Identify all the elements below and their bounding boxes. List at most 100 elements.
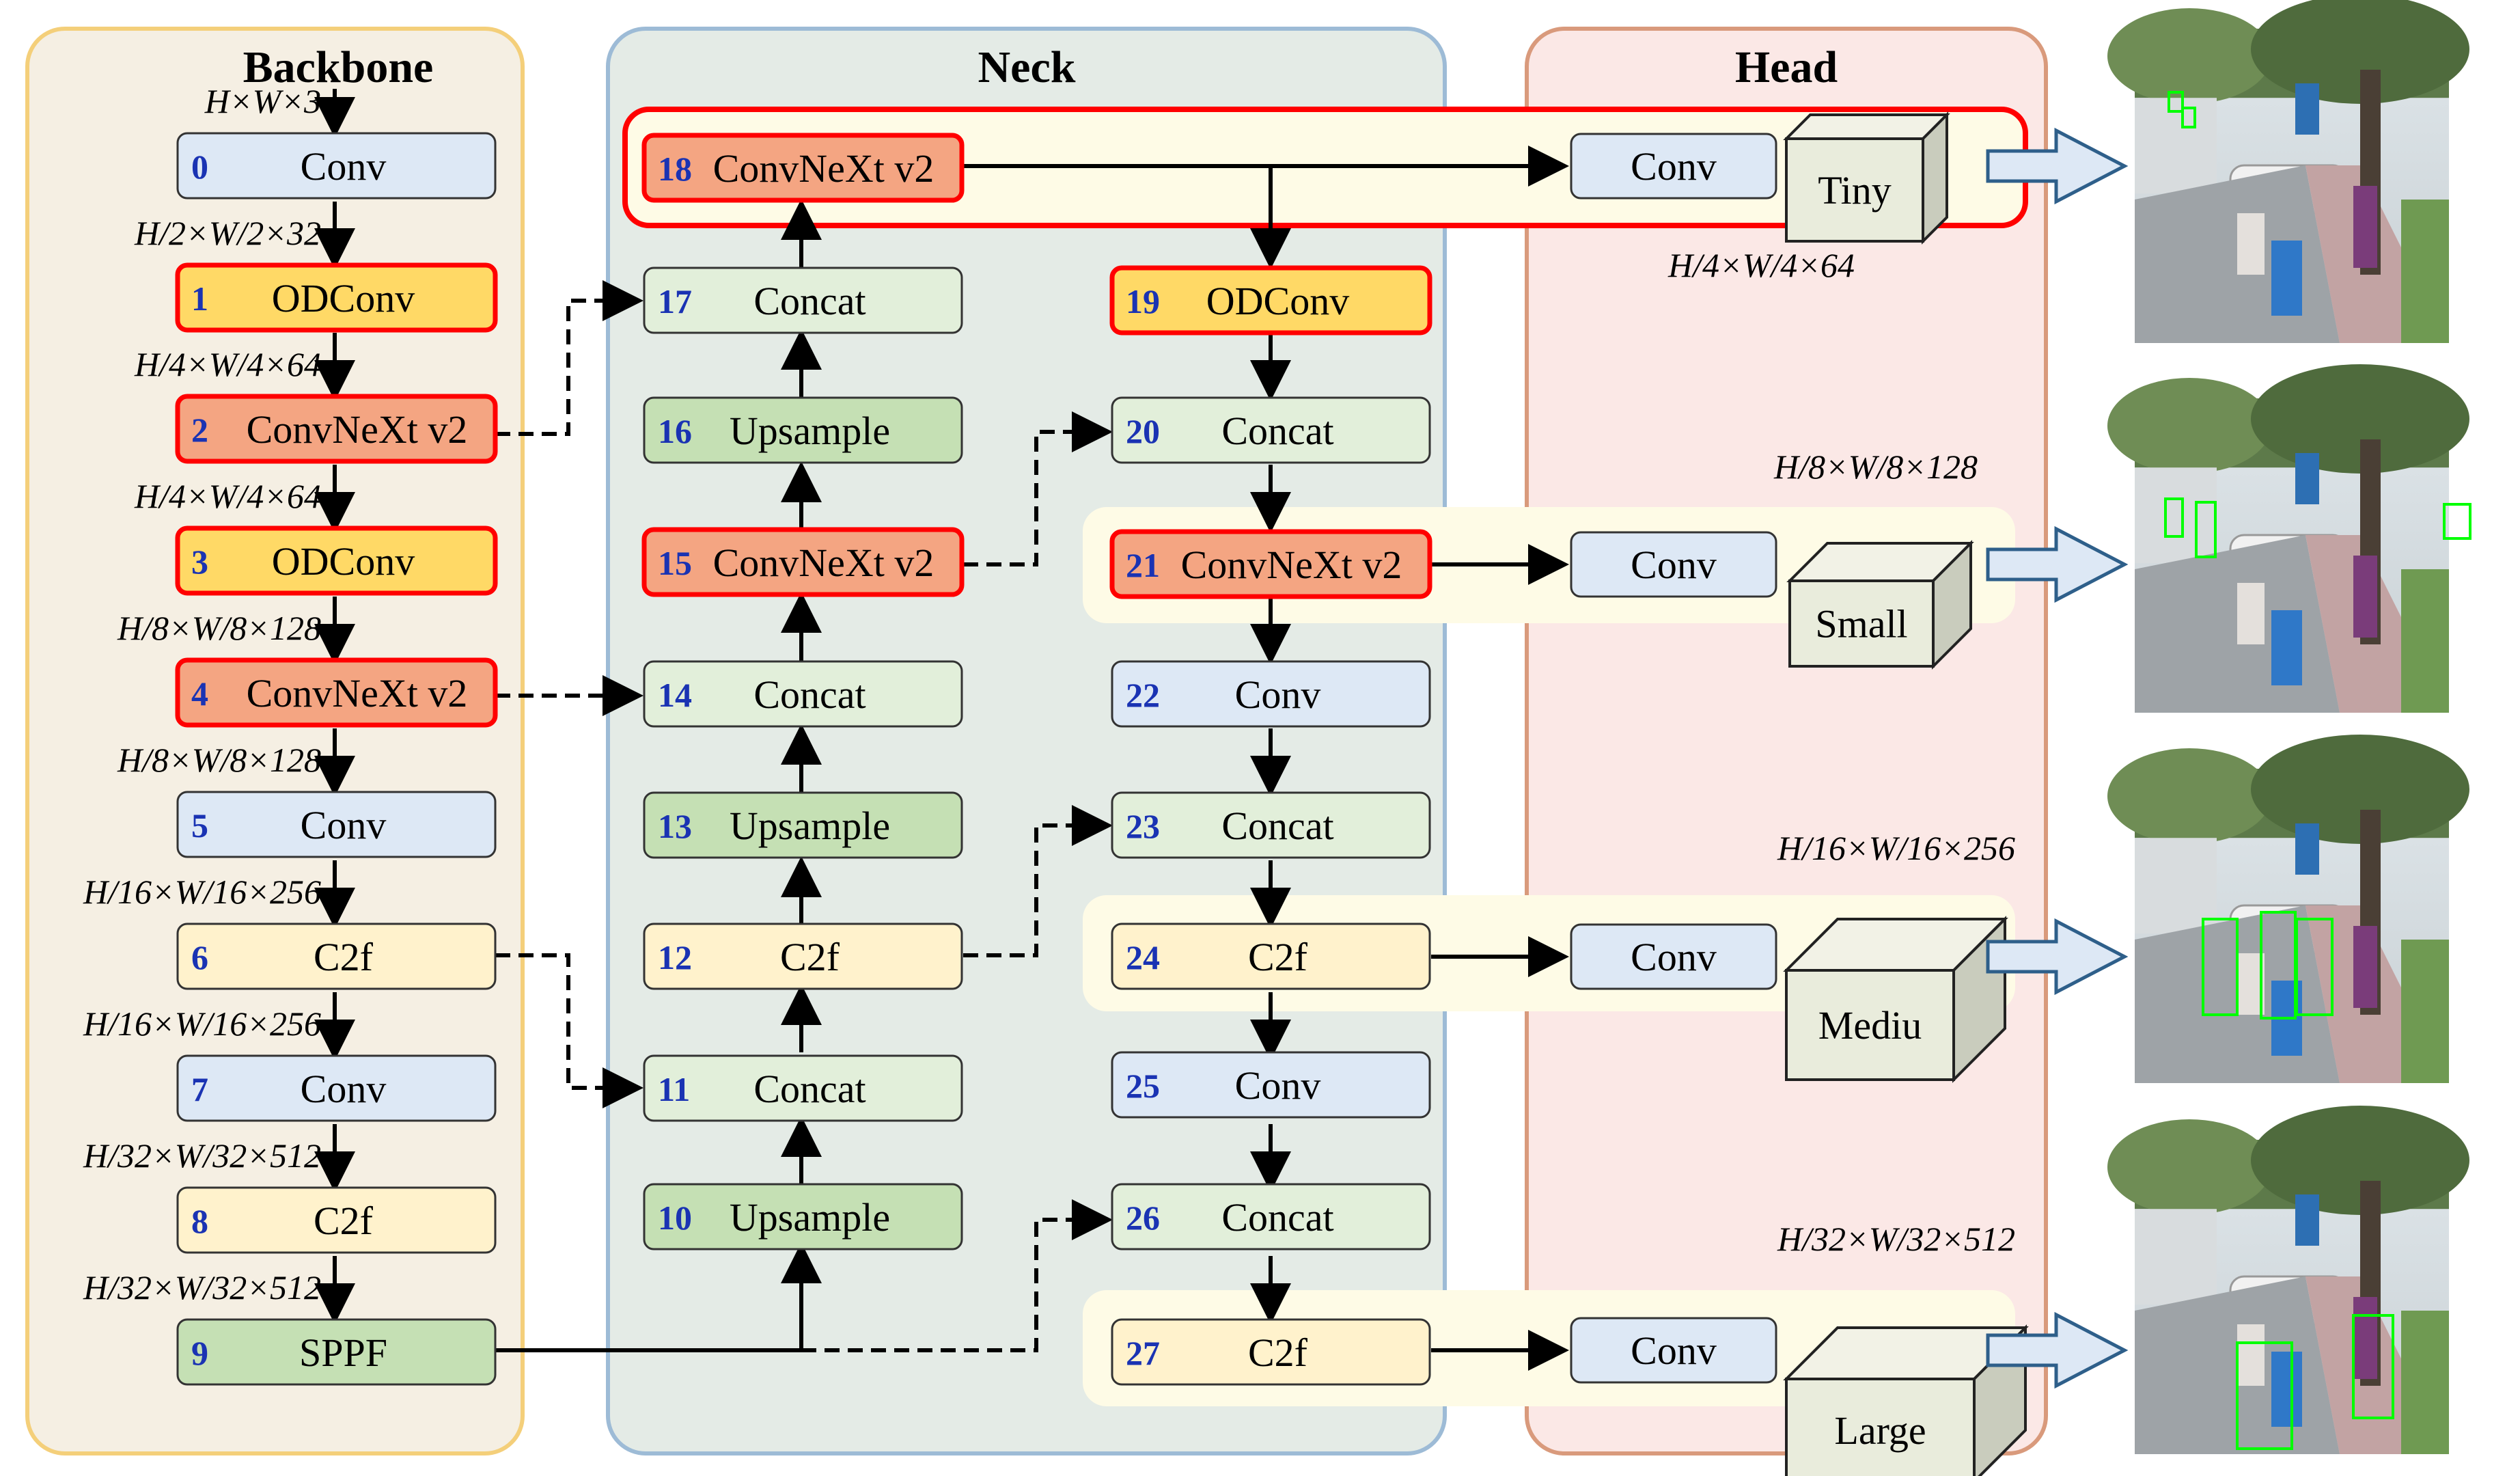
detection-result-image [2107,364,2471,713]
node-number: 16 [658,412,692,450]
node-number: 15 [658,544,692,582]
head-dim-label: H/4×W/4×64 [1667,246,1855,284]
head-dim-label: H/16×W/16×256 [1777,829,2015,867]
node-number: 23 [1126,807,1160,845]
node-box [643,396,963,464]
dims-layer: H×W×3H/2×W/2×32H/4×W/4×64H/4×W/4×64H/8×W… [83,82,321,1307]
node-number: 27 [1126,1334,1160,1372]
cube-label: Large [1834,1408,1926,1453]
node-number: 22 [1126,676,1160,714]
backbone-dim-label: H/32×W/32×512 [83,1136,321,1175]
node-number: 19 [1126,282,1160,320]
node-box [175,262,498,333]
output-cube [1783,916,2008,1083]
node-label: C2f [780,935,840,979]
detection-box [2352,1314,2394,1419]
node-number: 11 [658,1070,690,1108]
node-label: Upsample [730,1195,890,1240]
node-number: 4 [191,674,208,713]
node-label: ConvNeXt v2 [1181,543,1402,587]
node-label: C2f [1248,935,1308,979]
node-box [643,1054,963,1122]
node-box [1111,1318,1431,1386]
node-label: Concat [753,1067,866,1111]
node-number: 0 [191,148,208,186]
node-box [175,657,498,728]
backbone-dim-label: H/4×W/4×64 [134,345,321,383]
node-number: 9 [191,1334,208,1372]
cube-label: Mediu [1818,1003,1922,1048]
node-16-upsample: 16 Upsample [643,396,963,464]
node-box [641,527,965,597]
backbone-dim-label: H/32×W/32×512 [83,1268,321,1307]
head-dim-label: H/8×W/8×128 [1773,448,1978,486]
node-number: 13 [658,807,692,845]
node-number: 24 [1126,938,1160,976]
head-conv-box [1570,133,1777,200]
cube-label: Tiny [1818,168,1892,213]
backbone-dim-label: H/16×W/16×256 [83,1004,321,1043]
node-26-concat: 26 Concat [1111,1183,1431,1250]
node-label: ConvNeXt v2 [247,407,468,452]
node-box [1109,265,1432,336]
head-conv-label: Conv [1631,543,1717,587]
node-box [643,266,963,334]
node-label: Concat [1221,804,1333,848]
output-arrow-icon [1986,1311,2129,1389]
node-box [643,922,963,990]
node-label: Conv [301,144,387,189]
head-conv-label: Conv [1631,144,1717,189]
detection-box [2164,497,2184,538]
node-box [1111,1183,1431,1250]
node-number: 21 [1126,546,1160,584]
node-number: 18 [658,150,692,188]
node-label: Concat [753,279,866,323]
node-number: 6 [191,938,208,976]
detection-box [2236,1341,2293,1450]
backbone-dim-label: H/16×W/16×256 [83,873,321,911]
node-number: 20 [1126,412,1160,450]
node-box [643,1183,963,1250]
node-label: Concat [1221,1195,1333,1240]
node-box [641,133,965,203]
node-number: 26 [1126,1199,1160,1237]
node-box [175,525,498,596]
node-box [176,922,497,990]
backbone-dim-label: H/8×W/8×128 [117,609,321,647]
node-box [1111,791,1431,859]
detection-box [2195,501,2217,558]
node-0-conv: 0 Conv [176,132,497,200]
solid-connections [314,89,1569,1371]
node-label: Conv [1235,1063,1321,1108]
node-box [175,394,498,464]
head-conv-box [1570,923,1777,990]
node-box [176,1054,497,1122]
node-21-convnext: 21 ConvNeXt v2 [1109,529,1432,599]
cube-label: Small [1815,602,1907,646]
node-box [176,132,497,200]
backbone-dim-label: H/8×W/8×128 [117,741,321,779]
node-label: Upsample [730,409,890,453]
head-conv-box [1570,1317,1777,1384]
backbone-title: Backbone [243,42,434,92]
node-number: 14 [658,676,692,714]
head-conv-label: Conv [1631,935,1717,979]
